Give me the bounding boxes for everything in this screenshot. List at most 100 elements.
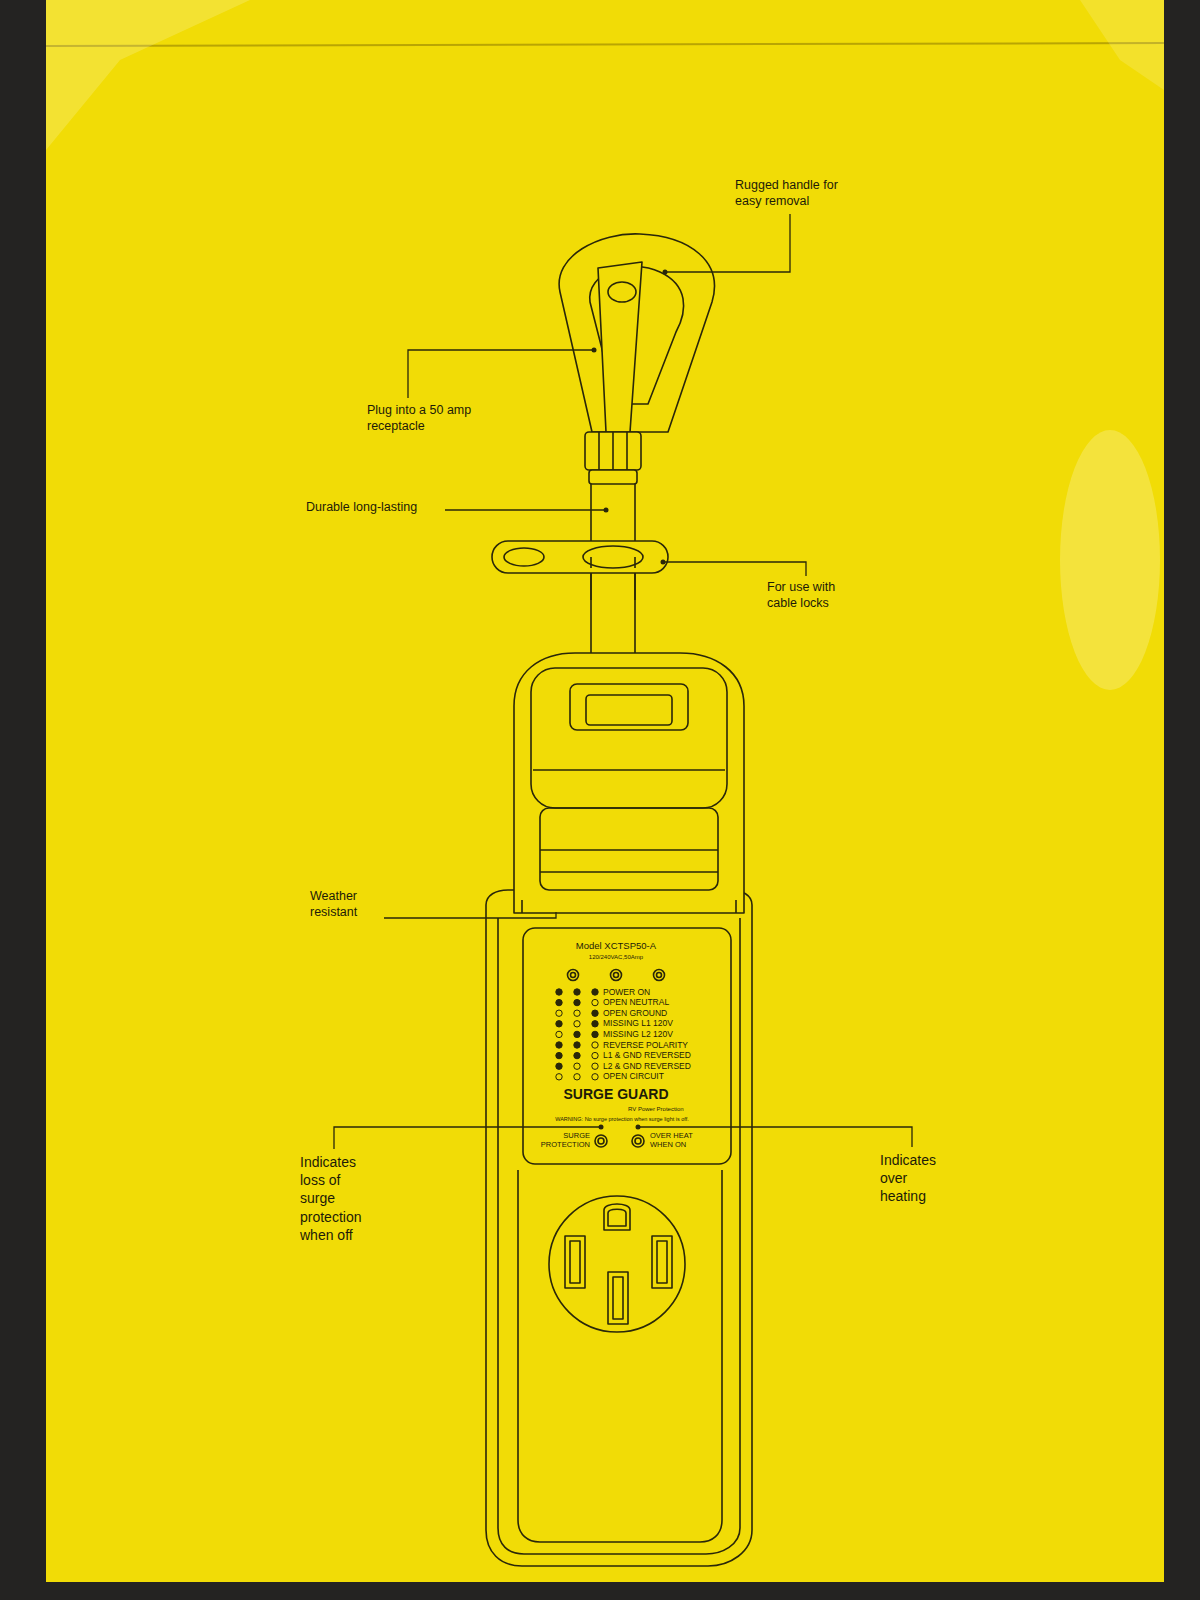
indicator-light	[657, 973, 662, 978]
chart-dot	[556, 1052, 562, 1058]
model-number: Model XCTSP50-A	[541, 941, 691, 951]
chart-dot	[556, 1042, 562, 1048]
leader-line	[665, 214, 790, 272]
leader-line	[663, 562, 806, 576]
rating-text: 120/240VAC,50Amp	[541, 954, 691, 961]
overheat-light	[632, 1135, 644, 1147]
lid-notch	[570, 684, 688, 730]
lid-line	[533, 769, 725, 771]
yellow-box-panel	[46, 0, 1164, 1582]
cord-hole	[583, 546, 643, 568]
chart-dot	[574, 1052, 580, 1058]
fold-line	[46, 43, 1164, 46]
plug-ridges	[599, 432, 627, 470]
leader-line	[384, 912, 556, 918]
indicator-light	[571, 973, 576, 978]
lid-line	[540, 850, 718, 872]
indicator-light	[654, 970, 665, 981]
callout-text: Indicates loss of surge protection when …	[300, 1153, 368, 1244]
tape-sheen	[1080, 0, 1164, 90]
chart-dot	[574, 1074, 580, 1080]
chart-dot	[556, 1010, 562, 1016]
chart-dot	[592, 1010, 598, 1016]
leader-lines	[334, 214, 912, 1149]
lid-lower-box	[540, 808, 718, 890]
leader-line	[334, 1127, 601, 1149]
power-cord	[591, 557, 635, 568]
chart-dot	[592, 1052, 598, 1058]
indicator-row-label: REVERSE POLARITY	[603, 1040, 688, 1051]
chart-dot	[556, 1021, 562, 1027]
leader-line	[445, 509, 606, 510]
hot-slot	[657, 1241, 667, 1283]
light-label: OVER HEAT WHEN ON	[650, 1132, 702, 1149]
indicator-row-label: POWER ON	[603, 987, 650, 998]
chart-dot	[592, 1074, 598, 1080]
indicator-light	[614, 973, 619, 978]
lid-hinge	[522, 900, 736, 913]
chart-dot	[592, 1063, 598, 1069]
cable-lock-tab	[492, 541, 668, 573]
indicator-row-label: OPEN GROUND	[603, 1008, 667, 1019]
warning-text: WARNING: No surge protection when surge …	[522, 1116, 722, 1122]
leader-dot	[604, 508, 609, 513]
chart-dot	[574, 1031, 580, 1037]
chart-dot	[556, 1031, 562, 1037]
neutral-slot	[608, 1272, 628, 1324]
brand-name: SURGE GUARD	[531, 1087, 701, 1102]
chart-dot	[592, 989, 598, 995]
indicator-chart	[556, 989, 598, 1080]
tape-sheen	[46, 0, 250, 150]
hot-slot	[565, 1236, 585, 1288]
indicator-row-label: L1 & GND REVERSED	[603, 1050, 691, 1061]
light-label: SURGE PROTECTION	[532, 1132, 590, 1149]
surge-light	[598, 1138, 604, 1144]
housing-outline	[486, 890, 752, 1566]
chart-dot	[592, 999, 598, 1005]
line-art	[486, 234, 752, 1566]
callout-text: Weather resistant	[310, 888, 376, 921]
leader-dot	[661, 560, 666, 565]
leader-dot	[599, 1125, 604, 1130]
chart-dot	[592, 1021, 598, 1027]
indicator-row-label: L2 & GND REVERSED	[603, 1061, 691, 1072]
chart-dot	[556, 989, 562, 995]
outlet-face	[549, 1196, 685, 1332]
hot-slot	[570, 1241, 580, 1283]
ground-slot	[608, 1209, 626, 1226]
chart-dot	[592, 1031, 598, 1037]
callout-text: Plug into a 50 amp receptacle	[367, 403, 479, 434]
ground-slot	[604, 1204, 630, 1230]
grip-mark	[608, 282, 636, 302]
chart-dot	[556, 1063, 562, 1069]
indicator-row-label: MISSING L1 120V	[603, 1018, 673, 1029]
indicator-light	[568, 970, 579, 981]
chart-dot	[574, 1063, 580, 1069]
indicator-row-label: OPEN NEUTRAL	[603, 997, 669, 1008]
housing-inner-edge	[498, 918, 740, 1554]
chart-dot	[556, 999, 562, 1005]
leader-line	[408, 350, 594, 398]
indicator-row-label: MISSING L2 120V	[603, 1029, 673, 1040]
indicator-light	[611, 970, 622, 981]
lock-hole	[504, 548, 544, 566]
plug-handle	[559, 234, 714, 432]
face-panel	[523, 928, 731, 1164]
leader-dot	[636, 1125, 641, 1130]
chart-dot	[574, 1010, 580, 1016]
indicator-row-label: OPEN CIRCUIT	[603, 1071, 664, 1082]
callout-text: Indicates over heating	[880, 1151, 948, 1206]
chart-dot	[574, 1042, 580, 1048]
leader-dot	[592, 348, 597, 353]
hot-slot	[652, 1236, 672, 1288]
power-cord	[591, 573, 635, 600]
leader-dot	[663, 270, 668, 275]
glare	[1060, 430, 1160, 690]
surge-light	[595, 1135, 607, 1147]
plug-body	[585, 432, 641, 470]
chart-dot	[592, 1042, 598, 1048]
chart-dot	[556, 1074, 562, 1080]
